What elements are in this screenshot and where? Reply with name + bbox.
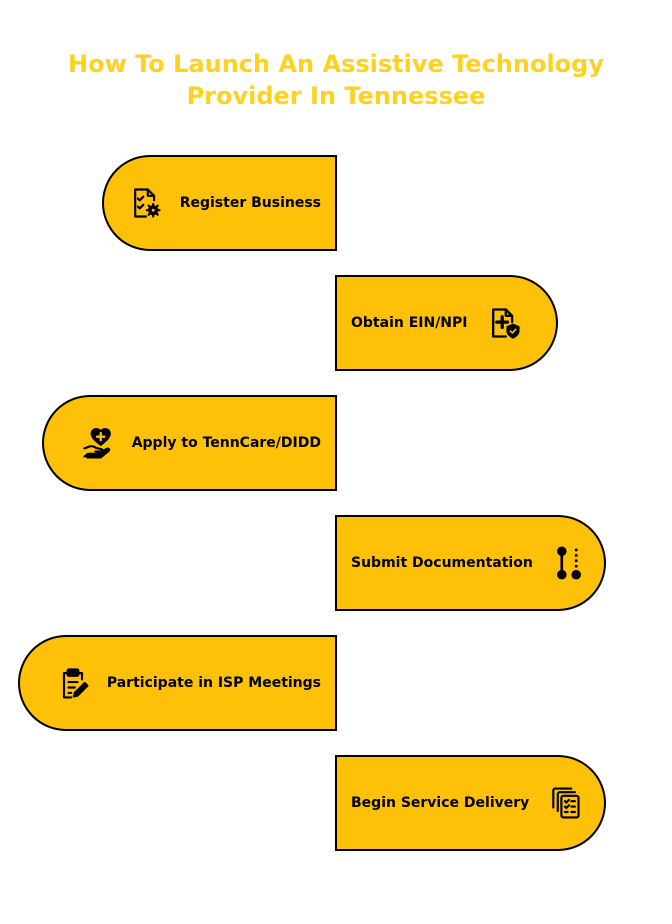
- document-settings-icon: [126, 183, 166, 223]
- step-label: Obtain EIN/NPI: [351, 315, 468, 331]
- step-label: Register Business: [179, 195, 321, 211]
- step-label: Submit Documentation: [351, 555, 533, 571]
- step-obtain-ein-npi: Obtain EIN/NPI: [335, 275, 558, 371]
- title-line-1: How To Launch An Assistive Technology: [68, 50, 604, 78]
- step-label: Begin Service Delivery: [351, 795, 530, 811]
- step-label: Participate in ISP Meetings: [106, 675, 321, 691]
- step-register-business: Register Business: [102, 155, 337, 251]
- step-apply-tenncare-didd: Apply to TennCare/DIDD: [42, 395, 337, 491]
- hand-heart-plus-icon: [78, 423, 118, 463]
- title-line-2: Provider In Tennessee: [186, 82, 486, 110]
- step-begin-service-delivery: Begin Service Delivery: [335, 755, 606, 851]
- page-title: How To Launch An Assistive Technology Pr…: [0, 48, 672, 112]
- clipboard-pen-icon: [53, 663, 93, 703]
- step-participate-isp-meetings: Participate in ISP Meetings: [18, 635, 337, 731]
- step-label: Apply to TennCare/DIDD: [131, 435, 321, 451]
- medical-document-shield-icon: [484, 303, 524, 343]
- step-submit-documentation: Submit Documentation: [335, 515, 606, 611]
- pipeline-nodes-icon: [549, 543, 589, 583]
- stacked-checklist-icon: [545, 783, 585, 823]
